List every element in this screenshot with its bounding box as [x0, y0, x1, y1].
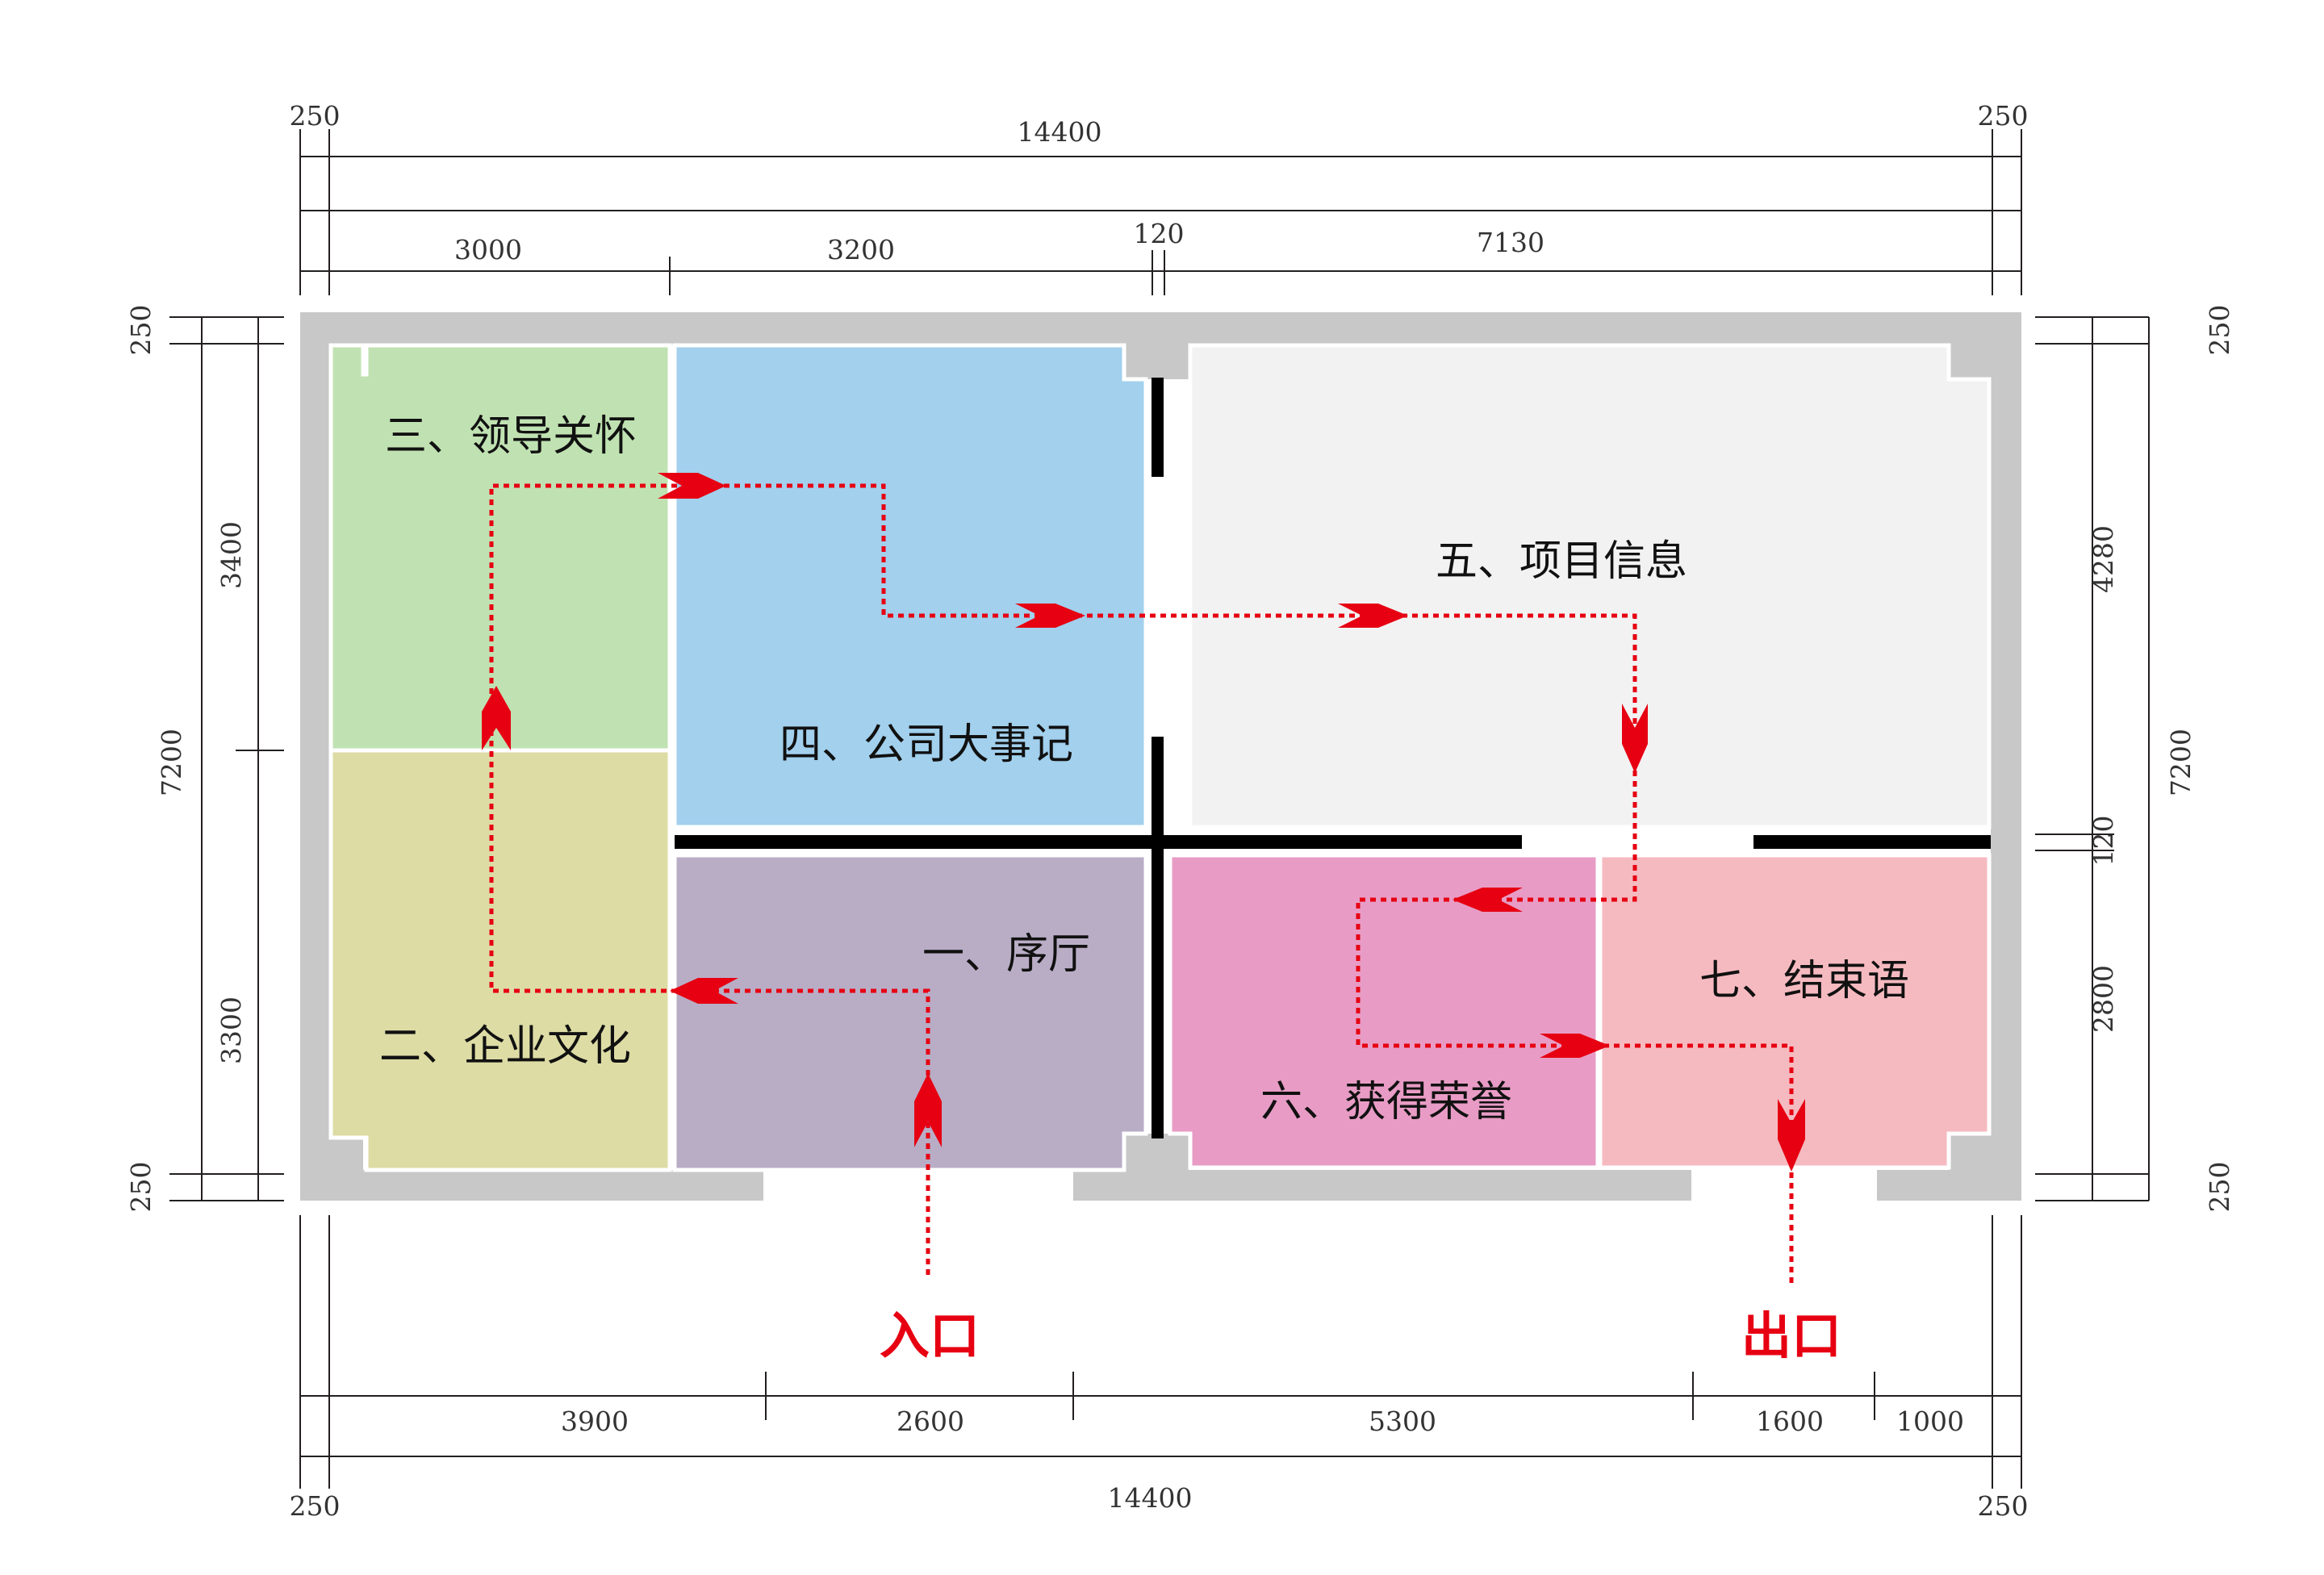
dim-left-bottom-wall: 250 [125, 1162, 157, 1213]
dimension-labels: 250 14400 250 3000 3200 120 7130 3900 26… [125, 100, 2235, 1522]
room-labels: 三、领导关怀 四、公司大事记 五、项目信息 一、序厅 二、企业文化 六、获得荣誉… [379, 412, 1909, 1126]
dim-top-left-wall: 250 [290, 100, 341, 132]
dim-top-right-wall: 250 [1978, 100, 2029, 132]
dim-right-mid: 120 [2088, 816, 2119, 867]
dim-left-total: 7200 [156, 729, 187, 796]
arrow-down-exit [1778, 1099, 1805, 1172]
room-label-4: 四、公司大事记 [780, 721, 1073, 769]
dim-right-lower: 2800 [2088, 965, 2119, 1033]
partitions [675, 378, 1991, 1138]
visit-route [482, 473, 1805, 1283]
room-2-fill [328, 748, 672, 1172]
dim-bottom-seg2: 2600 [897, 1406, 964, 1437]
dim-right-bottom-wall: 250 [2204, 1162, 2235, 1213]
arrow-left-lobby [670, 978, 738, 1004]
arrow-up-entrance [914, 1073, 942, 1147]
room-label-5: 五、项目信息 [1436, 537, 1687, 586]
dim-left-lower: 3300 [215, 996, 247, 1064]
dim-top-seg3: 120 [1134, 218, 1185, 249]
dim-left-top-wall: 250 [125, 305, 157, 356]
dim-right-upper: 4280 [2088, 525, 2119, 593]
dim-top-seg2: 3200 [827, 234, 895, 265]
room-label-2: 二、企业文化 [379, 1022, 631, 1071]
route-arrows [482, 473, 1805, 1172]
room-label-3: 三、领导关怀 [385, 412, 637, 461]
arrow-left-honor [1452, 888, 1523, 912]
route-dotted-line [489, 483, 1794, 1283]
room-4-fill [672, 343, 1148, 829]
dim-bottom-left-wall: 250 [290, 1490, 341, 1522]
arrow-right-history [1015, 604, 1085, 628]
exit-label: 出口 [1741, 1306, 1841, 1365]
dim-top-seg4: 7130 [1477, 227, 1544, 258]
arrow-right-leader [658, 473, 726, 499]
room-label-6: 六、获得荣誉 [1260, 1078, 1512, 1126]
dim-bottom-right-wall: 250 [1978, 1490, 2029, 1522]
dim-right-top-wall: 250 [2204, 305, 2235, 356]
room-label-1: 一、序厅 [922, 930, 1090, 979]
room-label-7: 七、结束语 [1699, 957, 1909, 1005]
room-1-fill [672, 853, 1148, 1172]
arrow-right-closing [1540, 1034, 1610, 1058]
room-6-fill [1168, 853, 1600, 1170]
rooms [328, 343, 1992, 1172]
room-7-fill [1598, 853, 1992, 1170]
dim-left-upper: 3400 [215, 521, 247, 589]
dimension-lines [169, 129, 2150, 1489]
entrance-label: 入口 [880, 1306, 980, 1365]
dim-bottom-seg3: 5300 [1369, 1406, 1436, 1437]
room-3-fill [328, 343, 672, 753]
dim-top-seg1: 3000 [454, 234, 522, 265]
arrow-right-project [1338, 604, 1408, 628]
dim-bottom-total: 14400 [1108, 1482, 1193, 1514]
room-5-fill [1188, 343, 1992, 829]
dim-bottom-seg4: 1600 [1756, 1406, 1824, 1437]
dim-top-total: 14400 [1018, 116, 1102, 148]
dim-bottom-seg5: 1000 [1896, 1406, 1964, 1437]
arrow-up-culture [482, 686, 511, 750]
arrow-down-project [1622, 704, 1648, 773]
dim-right-total: 7200 [2165, 729, 2197, 796]
dim-bottom-seg1: 3900 [561, 1406, 629, 1437]
